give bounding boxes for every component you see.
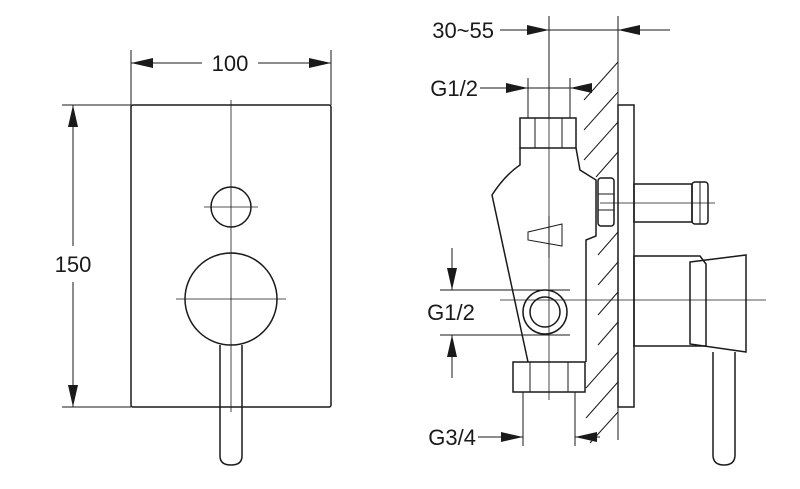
top-connection-label: G1/2	[430, 76, 478, 101]
wall-hatching	[583, 61, 619, 444]
side-view: 30~55 G1/2 G1/2	[427, 16, 766, 466]
valve-body	[491, 117, 597, 393]
bottom-connection-dimension: G3/4	[428, 392, 600, 450]
cover-plate-side	[617, 104, 635, 408]
mounting-nuts	[597, 177, 615, 227]
top-connection-dimension: G1/2	[430, 76, 592, 118]
depth-range-dimension: 30~55	[432, 16, 670, 118]
middle-connection-dimension: G1/2	[427, 248, 570, 378]
height-dimension-label: 150	[55, 252, 92, 277]
width-dimension: 100	[130, 50, 332, 105]
lever-handle-side	[633, 254, 747, 466]
middle-connection-label: G1/2	[427, 300, 475, 325]
width-dimension-label: 100	[212, 51, 249, 76]
height-dimension: 150	[55, 104, 131, 408]
lever-handle	[219, 345, 243, 466]
middle-outlet	[522, 289, 568, 335]
front-view: 100 150	[55, 50, 332, 466]
bottom-connection-label: G3/4	[428, 425, 476, 450]
depth-range-label: 30~55	[432, 18, 494, 43]
